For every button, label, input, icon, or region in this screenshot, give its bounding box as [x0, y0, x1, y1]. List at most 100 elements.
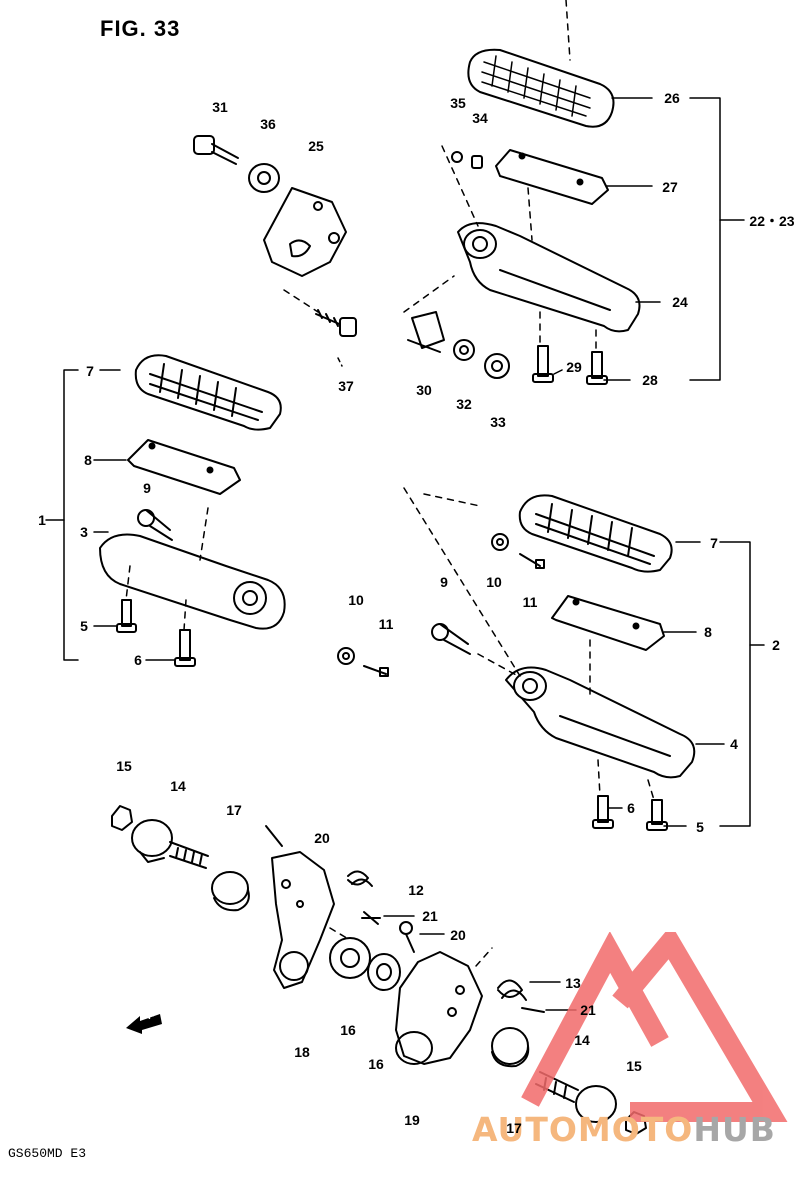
- part-21-pin-b: [521, 1007, 545, 1013]
- part-36-washer: [248, 163, 280, 193]
- callout-1: 1: [38, 512, 46, 528]
- part-15-nut-left: [111, 805, 133, 831]
- part-26-footrest-rubber: [467, 48, 615, 128]
- part-33-washer: [484, 353, 510, 379]
- part-25-bracket: [263, 187, 347, 277]
- callout-33: 33: [490, 414, 506, 430]
- callout-13: 13: [565, 975, 581, 991]
- callout-15-left: 15: [116, 758, 132, 774]
- part-7-footrest-rubber-right: [518, 494, 673, 573]
- part-20-spring-a: [347, 870, 373, 887]
- part-12-clip: [361, 911, 381, 925]
- part-10-washer-center: [337, 647, 355, 665]
- callout-20-top: 20: [314, 830, 330, 846]
- callout-30: 30: [416, 382, 432, 398]
- callout-14-left: 14: [170, 778, 186, 794]
- callout-3: 3: [80, 524, 88, 540]
- part-17-collar-right: [491, 1027, 530, 1068]
- callout-37: 37: [338, 378, 354, 394]
- part-6-bolt-right: [592, 795, 614, 829]
- callout-16-b: 16: [368, 1056, 384, 1072]
- callout-17-left: 17: [226, 802, 242, 818]
- callout-19: 19: [404, 1112, 420, 1128]
- callout-8-left: 8: [84, 452, 92, 468]
- callout-16-a: 16: [340, 1022, 356, 1038]
- part-9-pin-left: [137, 509, 173, 541]
- callout-36: 36: [260, 116, 276, 132]
- callout-9-right: 9: [440, 574, 448, 590]
- part-20-pin: [399, 921, 415, 953]
- part-11-pin-center: [363, 665, 389, 677]
- callout-35: 35: [450, 95, 466, 111]
- callout-34: 34: [472, 110, 488, 126]
- part-5-bolt-left: [116, 599, 137, 633]
- callout-6-right: 6: [627, 800, 635, 816]
- part-10-washer-right: [491, 533, 509, 551]
- callout-4: 4: [730, 736, 738, 752]
- callout-10-right: 10: [486, 574, 502, 590]
- part-35-ball: [451, 151, 463, 163]
- part-27-plate: [495, 149, 609, 205]
- callout-17-right: 17: [506, 1120, 522, 1136]
- model-code: GS650MD E3: [8, 1146, 87, 1161]
- callout-8-right: 8: [704, 624, 712, 640]
- callout-15-right: 15: [626, 1058, 642, 1074]
- callout-31: 31: [212, 99, 228, 115]
- watermark-text: AUTOMOTOHUB: [472, 1110, 776, 1149]
- part-6-bolt-left: [174, 629, 196, 667]
- callout-7-right: 7: [710, 535, 718, 551]
- callout-28: 28: [642, 372, 658, 388]
- part-16-washer-a: [329, 937, 371, 979]
- callout-21-top: 21: [422, 908, 438, 924]
- callout-26: 26: [664, 90, 680, 106]
- automotohub-watermark-logo: [521, 932, 788, 1122]
- part-31-bolt: [193, 135, 239, 165]
- part-9-pin-right: [431, 623, 471, 655]
- part-17-collar-left: [211, 871, 250, 912]
- part-28-bolt: [586, 351, 608, 385]
- callout-25: 25: [308, 138, 324, 154]
- forward-direction-arrow-icon: [126, 1014, 162, 1034]
- part-32-washer: [453, 339, 475, 361]
- part-34-nut: [471, 155, 483, 169]
- part-29-bolt: [532, 345, 554, 383]
- part-4-footrest-right: [505, 666, 696, 779]
- callout-2: 2: [772, 637, 780, 653]
- part-16-washer-b: [367, 953, 401, 991]
- part-14-bolt-left: [131, 819, 209, 869]
- part-13-spring: [497, 979, 527, 1001]
- part-24-footrest: [457, 222, 641, 333]
- callout-20-mid: 20: [450, 927, 466, 943]
- callout-5-left: 5: [80, 618, 88, 634]
- callout-9-left: 9: [143, 480, 151, 496]
- callout-18: 18: [294, 1044, 310, 1060]
- part-30-plate: [407, 311, 445, 353]
- callout-27: 27: [662, 179, 678, 195]
- part-18-bracket: [265, 825, 335, 989]
- part-19-bracket: [395, 951, 483, 1065]
- leader-lines: [45, 97, 765, 1011]
- part-3-footrest-left: [99, 533, 286, 630]
- forward-arrow-letter: F: [147, 1011, 155, 1022]
- callout-11-center: 11: [378, 616, 394, 632]
- part-7-footrest-rubber-left: [134, 354, 282, 431]
- callout-32: 32: [456, 396, 472, 412]
- callout-10-center: 10: [348, 592, 364, 608]
- part-8-plate-left: [127, 439, 241, 495]
- callout-22-23: 22・23: [749, 213, 795, 229]
- callout-7-left: 7: [86, 363, 94, 379]
- callout-6-left: 6: [134, 652, 142, 668]
- callout-14-right: 14: [574, 1032, 590, 1048]
- part-8-plate-right: [551, 595, 665, 651]
- assembly-lines: [125, 0, 655, 967]
- figure-title: FIG. 33: [100, 16, 181, 41]
- callout-29: 29: [566, 359, 582, 375]
- callout-21-bottom: 21: [580, 1002, 596, 1018]
- callout-24: 24: [672, 294, 688, 310]
- callout-11-right: 11: [522, 594, 538, 610]
- part-37-bolt: [315, 309, 357, 337]
- part-11-pin-right: [519, 553, 545, 569]
- callout-5-right: 5: [696, 819, 704, 835]
- callout-12: 12: [408, 882, 424, 898]
